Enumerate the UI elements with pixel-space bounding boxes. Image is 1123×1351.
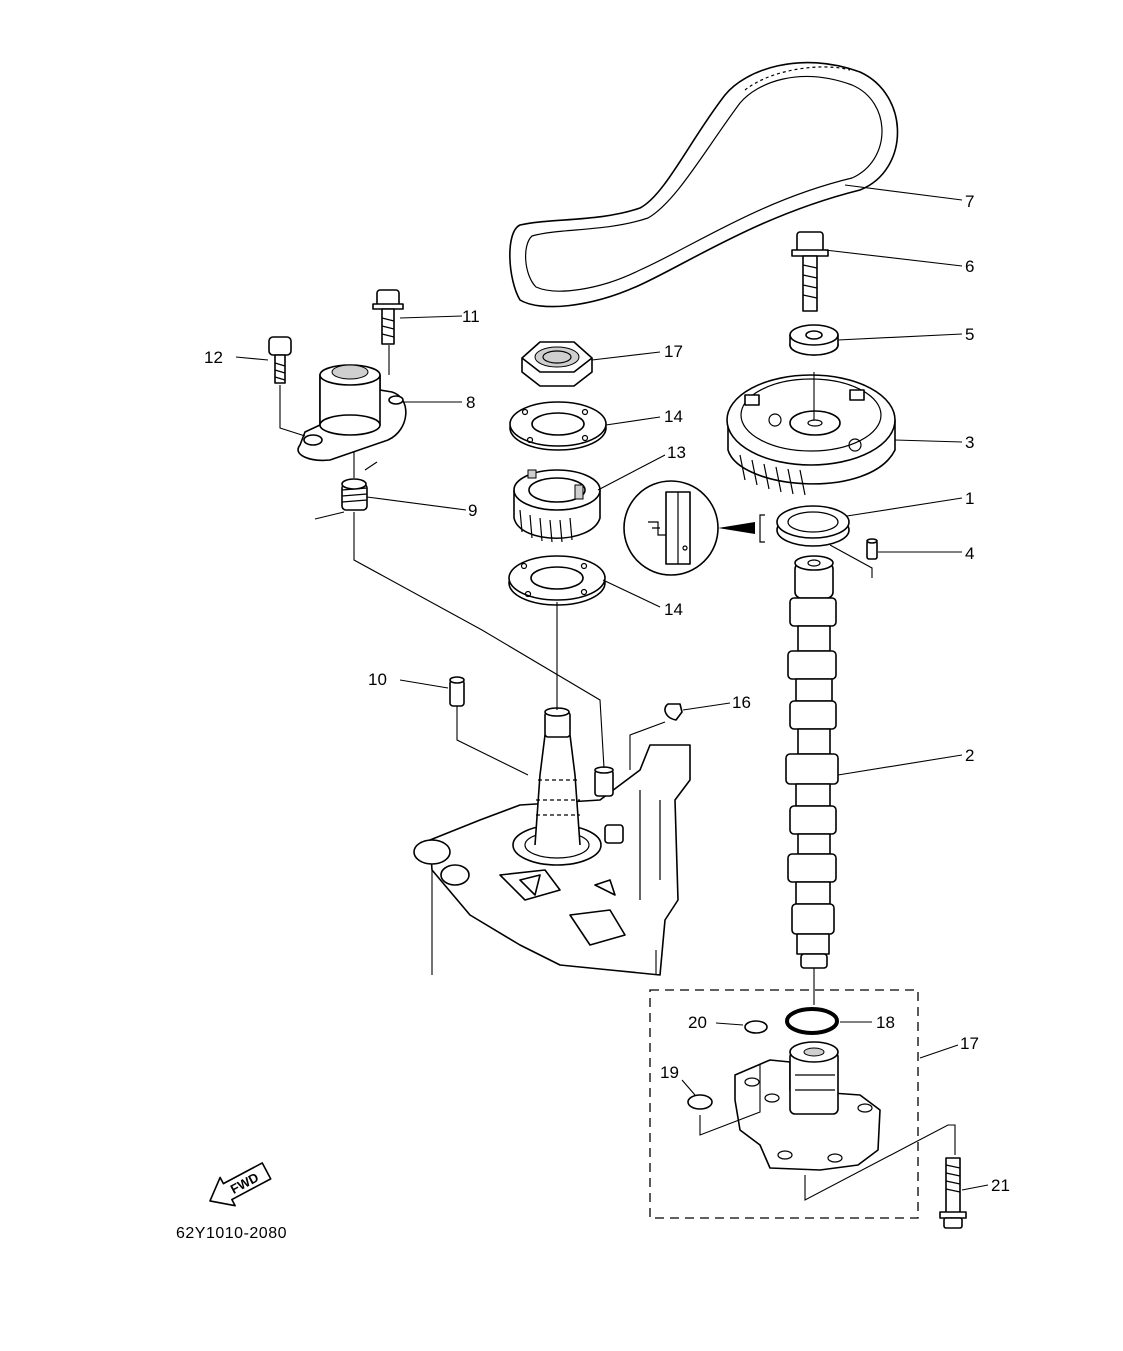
- callout-10: 10: [368, 670, 387, 689]
- leader-lines: [235, 184, 989, 1201]
- timing-belt: [509, 61, 899, 308]
- callout-7: 7: [965, 192, 974, 211]
- callout-8: 8: [466, 393, 475, 412]
- callout-4: 4: [965, 544, 974, 563]
- camshaft-pulley: [726, 374, 896, 496]
- callout-16: 16: [732, 693, 751, 712]
- belt-tensioner: [297, 364, 407, 462]
- forward-direction-arrow: FWD: [209, 1162, 272, 1207]
- pulley-plate-lower: [508, 555, 606, 606]
- callout-2: 2: [965, 746, 974, 765]
- seal-detail-inset: [623, 480, 755, 576]
- cylinder-block: [413, 707, 691, 976]
- callout-21: 21: [991, 1176, 1010, 1195]
- tensioner-bolt-small: [268, 336, 292, 384]
- callout-9: 9: [468, 501, 477, 520]
- callout-17: 17: [960, 1034, 979, 1053]
- camshaft-pulley-bolt: [791, 231, 829, 312]
- oil-pump-bolt: [939, 1157, 967, 1229]
- pulley-plate: [509, 401, 607, 451]
- callout-14b: 14: [664, 600, 683, 619]
- tensioner-spring: [341, 478, 368, 511]
- camshaft: [785, 555, 839, 969]
- oil-pump: [734, 1041, 881, 1171]
- callout-labels: 7 6 5 3 1 4 2 8 11 12 9 17 14 13 14 10 1…: [204, 192, 1010, 1195]
- callout-6: 6: [965, 257, 974, 276]
- callout-15: 17: [664, 342, 683, 361]
- callout-18: 18: [876, 1013, 895, 1032]
- dowel-pin: [866, 538, 878, 560]
- callout-20: 20: [688, 1013, 707, 1032]
- oil-seal: [759, 505, 850, 547]
- woodruff-key: [664, 703, 683, 721]
- washer: [789, 324, 839, 356]
- crankshaft-nut: [521, 341, 593, 387]
- callout-13: 13: [667, 443, 686, 462]
- callout-12: 12: [204, 348, 223, 367]
- figure-code: 62Y1010-2080: [176, 1225, 287, 1242]
- crankshaft-pulley: [513, 469, 601, 543]
- callout-11: 11: [462, 307, 480, 326]
- o-ring-small-20: [744, 1020, 768, 1034]
- callout-14a: 14: [664, 407, 683, 426]
- tensioner-bolt: [372, 289, 404, 345]
- oil-pump-o-ring: [785, 1007, 839, 1035]
- callout-5: 5: [965, 325, 974, 344]
- dowel-pin-10: [449, 676, 465, 707]
- callout-3: 3: [965, 433, 974, 452]
- o-ring-small-19: [687, 1094, 713, 1110]
- callout-19: 19: [660, 1063, 679, 1082]
- callout-1: 1: [965, 489, 974, 508]
- oil-pump-assembly-box: [649, 989, 919, 1219]
